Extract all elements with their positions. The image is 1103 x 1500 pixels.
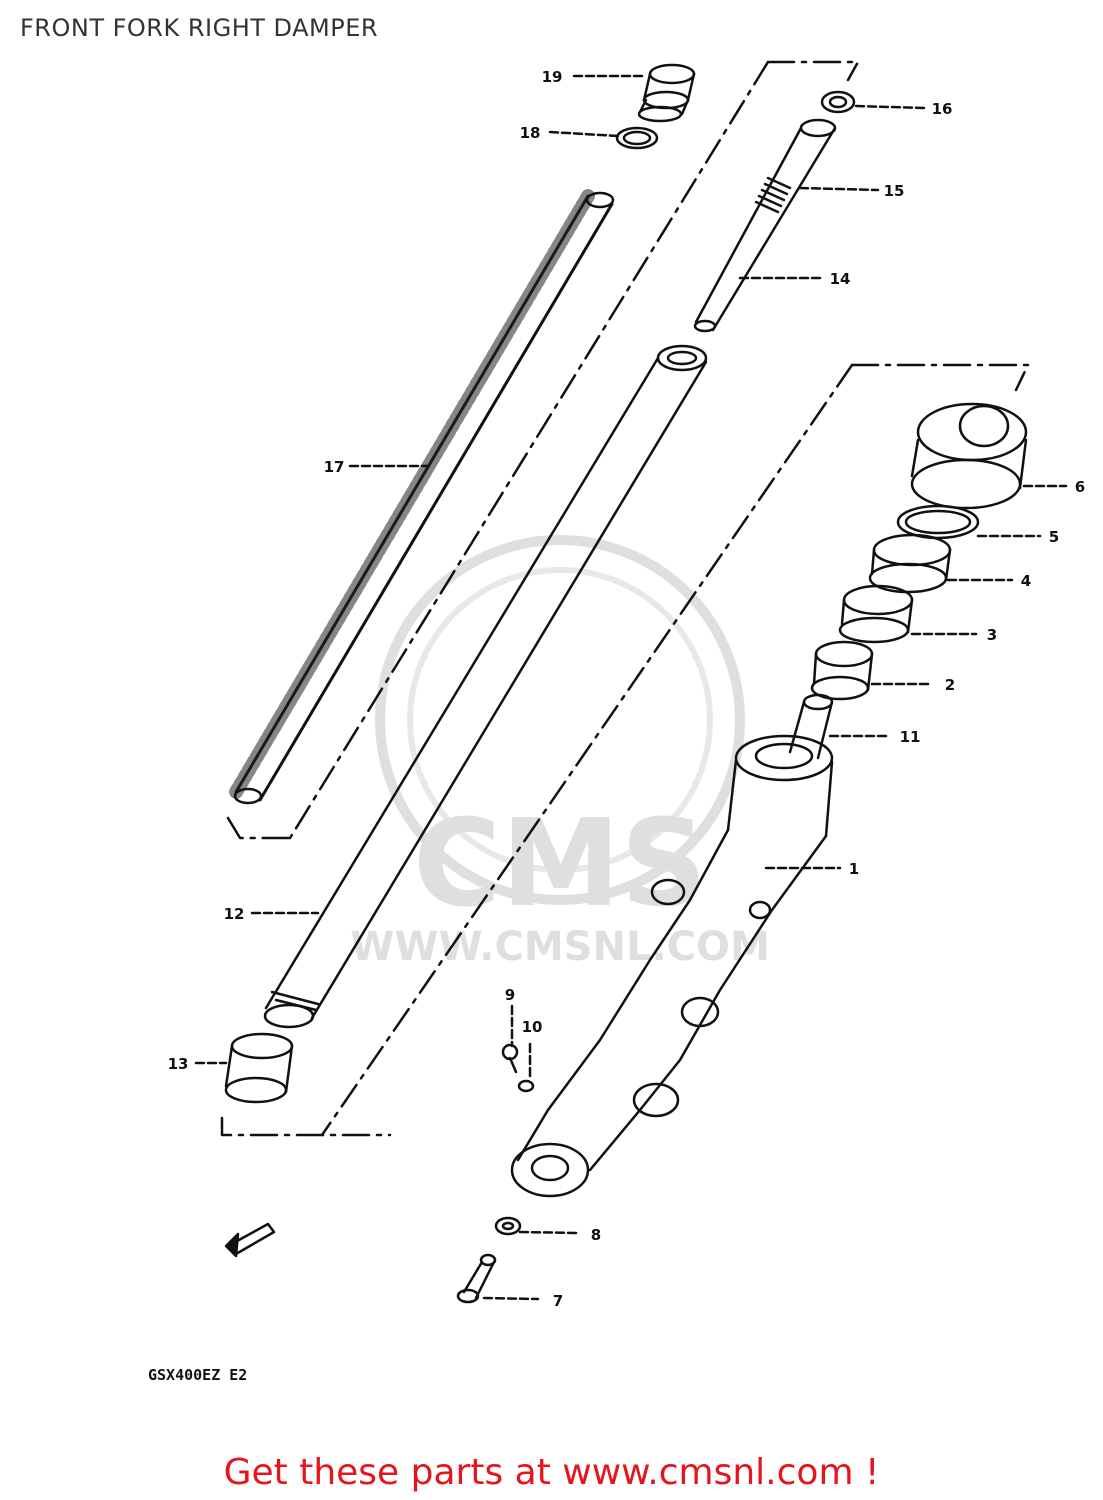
watermark-url: WWW.CMSNL.COM xyxy=(350,924,770,970)
part-6-dust-seal xyxy=(910,402,1028,510)
part-10-gasket xyxy=(517,1079,535,1093)
label-3: 3 xyxy=(987,626,997,644)
label-17: 17 xyxy=(324,458,345,476)
part-18-o-ring xyxy=(615,126,659,150)
part-5-stopper-ring xyxy=(896,504,980,540)
part-labels: 19 18 16 15 14 17 6 5 4 3 2 11 1 12 13 9… xyxy=(168,68,1086,1310)
part-7-bolt xyxy=(456,1253,497,1304)
label-15: 15 xyxy=(884,182,905,200)
part-17-fork-spring xyxy=(229,189,615,805)
label-18: 18 xyxy=(520,124,541,142)
label-9: 9 xyxy=(505,986,515,1004)
diagram-title: FRONT FORK RIGHT DAMPER xyxy=(20,14,379,42)
part-12-inner-tube xyxy=(263,344,708,1029)
label-8: 8 xyxy=(591,1226,601,1244)
watermark-brand: CMS xyxy=(413,795,707,934)
part-19-cap-bolt xyxy=(637,63,696,123)
label-4: 4 xyxy=(1021,572,1031,590)
part-2-guide-bushing xyxy=(810,640,874,701)
label-19: 19 xyxy=(542,68,563,86)
label-2: 2 xyxy=(945,676,955,694)
part-14-damper-rod xyxy=(693,118,837,333)
part-9-screw xyxy=(501,1043,519,1074)
model-code: GSX400EZ E2 xyxy=(148,1366,247,1384)
label-14: 14 xyxy=(830,270,851,288)
part-1-outer-tube xyxy=(510,734,834,1198)
label-1: 1 xyxy=(849,860,859,878)
part-8-gasket xyxy=(494,1216,522,1236)
cms-watermark: CMS WWW.CMSNL.COM xyxy=(350,535,770,970)
label-7: 7 xyxy=(553,1292,563,1310)
assembly-guide-lines xyxy=(220,60,1030,1137)
part-15-piston-ring xyxy=(754,176,792,214)
part-3-spacer xyxy=(838,584,914,644)
label-16: 16 xyxy=(932,100,953,118)
part-16-washer xyxy=(820,90,856,114)
leader-lines xyxy=(194,74,1068,1301)
part-13-slide-bushing xyxy=(224,1032,294,1104)
label-5: 5 xyxy=(1049,528,1059,546)
front-direction-arrow xyxy=(224,1222,276,1258)
label-13: 13 xyxy=(168,1055,189,1073)
label-11: 11 xyxy=(900,728,921,746)
part-4-oil-seal xyxy=(868,533,952,594)
label-10: 10 xyxy=(522,1018,543,1036)
label-12: 12 xyxy=(224,905,245,923)
label-6: 6 xyxy=(1075,478,1085,496)
promo-footer-link[interactable]: Get these parts at www.cmsnl.com ! xyxy=(223,1452,880,1493)
